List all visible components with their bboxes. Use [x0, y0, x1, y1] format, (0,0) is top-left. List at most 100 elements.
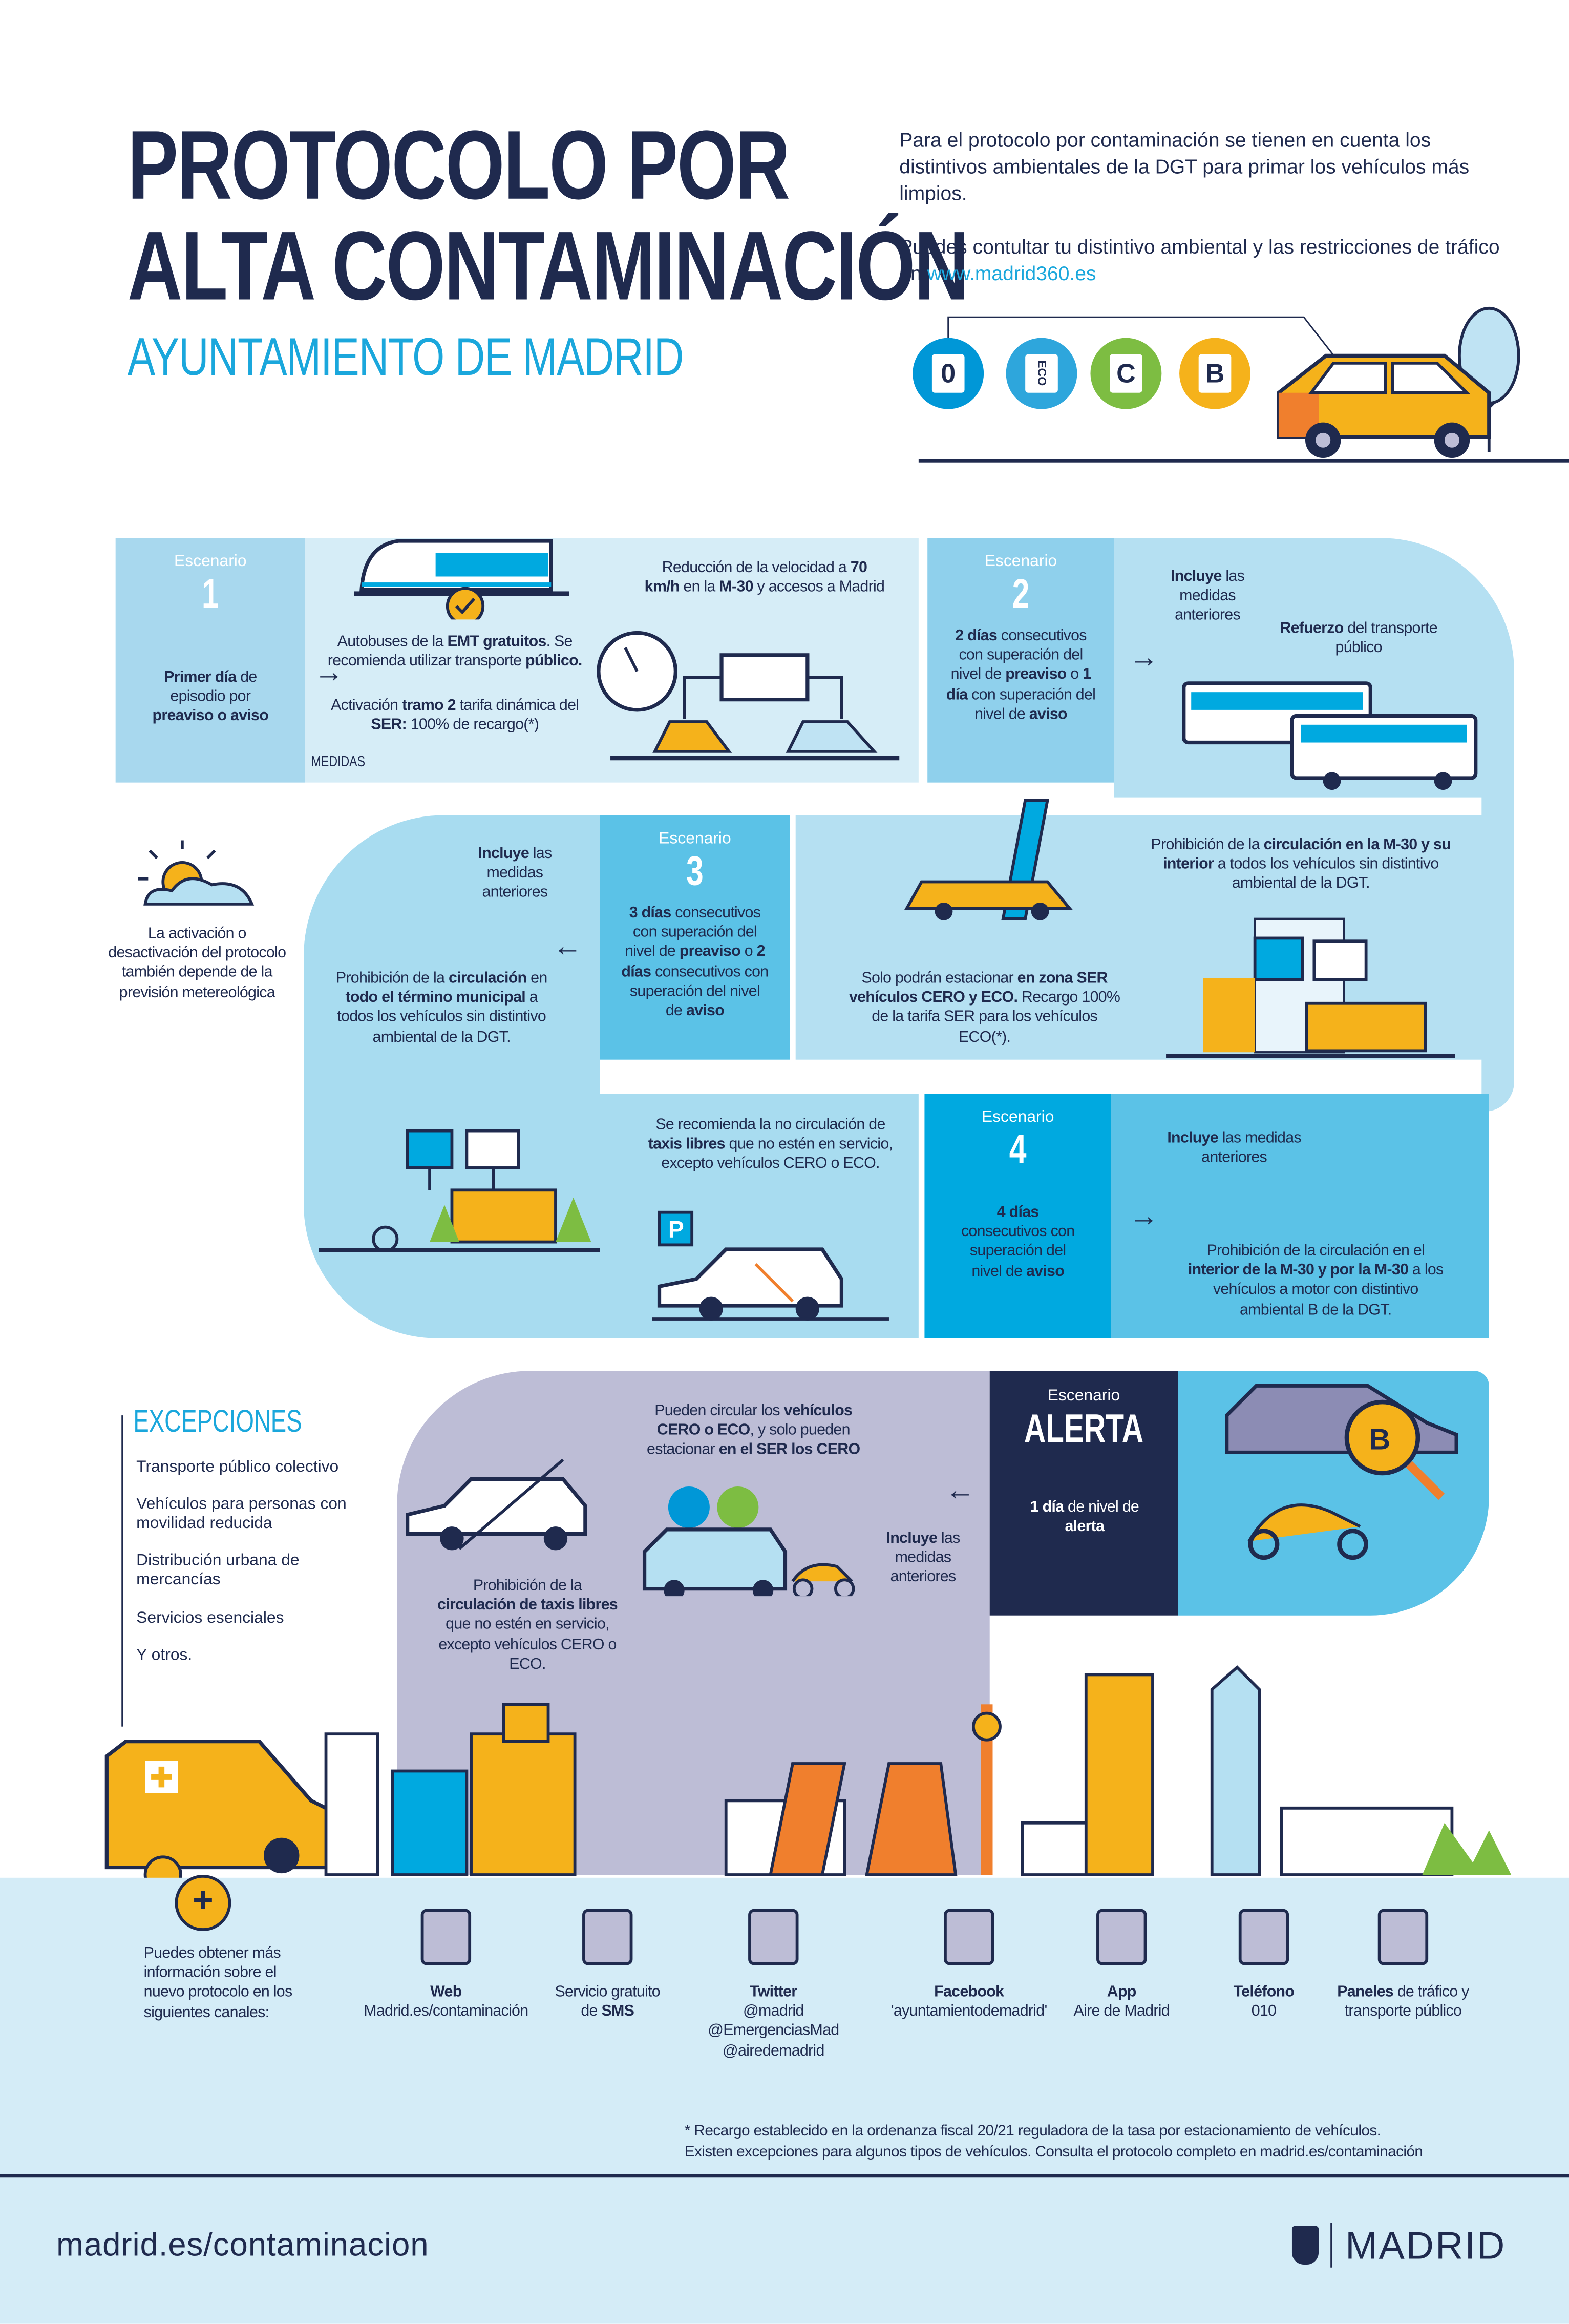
- madrid360-link[interactable]: www.madrid360.es: [927, 262, 1096, 285]
- text-segment: las medidas anteriores: [482, 845, 552, 902]
- svg-text:P: P: [668, 1216, 684, 1243]
- scenario-1-number: 1: [201, 570, 219, 617]
- arrow-right-icon: →: [1129, 641, 1159, 675]
- text-segment: aviso: [686, 1001, 725, 1020]
- madrid-logo-text: MADRID: [1345, 2223, 1507, 2268]
- footnote-line-1: * Recargo establecido en la ordenanza fi…: [684, 2124, 1381, 2140]
- text-segment: de nivel de: [1064, 1498, 1139, 1516]
- environmental-badge-icon: ECO: [1006, 338, 1077, 409]
- channel-line: Madrid.es/contaminación: [364, 2002, 528, 2021]
- text-segment: a los vehículos a motor con distintivo a…: [1213, 1261, 1444, 1318]
- text-segment: 100% de recargo(*): [407, 716, 539, 734]
- facebook-icon: [944, 1909, 994, 1965]
- scenario-1-box: Escenario 1 Primer día de episodio por p…: [115, 538, 306, 783]
- ser-tariff-measure: Activación tramo 2 tarifa dinámica del S…: [320, 697, 590, 736]
- text-segment: EMT gratuitos: [447, 633, 546, 651]
- scenario-2-includes: Incluye las medidas anteriores: [1159, 568, 1257, 626]
- text-segment: 1 día: [1030, 1498, 1064, 1516]
- path-gap: [304, 1338, 1245, 1371]
- scenario-4-label: Escenario: [981, 1108, 1054, 1126]
- tram-illustration: [354, 539, 569, 620]
- sun-cloud-icon: [138, 840, 255, 906]
- title-line-1: PROTOCOLO POR: [127, 110, 790, 220]
- scenario-2-label: Escenario: [984, 553, 1057, 571]
- alerta-includes: Incluye las medidas anteriores: [874, 1530, 972, 1588]
- text-segment: Prohibición de la circulación en el: [1206, 1242, 1425, 1260]
- channel-facebook[interactable]: Facebook'ayuntamientodemadrid': [873, 1909, 1065, 2022]
- footnote-line-2: Existen excepciones para algunos tipos d…: [684, 2144, 1423, 2161]
- intro-paragraph-2-text: Puedes contultar tu distintivo ambiental…: [899, 236, 1500, 285]
- channel-line: @airedemadrid: [722, 2041, 825, 2060]
- arrow-right-icon: →: [1129, 1200, 1159, 1233]
- channel-line: 010: [1251, 2002, 1277, 2021]
- exception-item: Transporte público colectivo: [136, 1458, 339, 1476]
- channel-title: Facebook: [934, 1983, 1004, 2001]
- text-segment: Prohibición de la: [473, 1577, 582, 1595]
- city-buildings-illustration: [1166, 917, 1455, 1058]
- exceptions-title: EXCEPCIONES: [133, 1405, 302, 1439]
- text-segment: Incluye: [478, 845, 529, 863]
- text-segment: o: [740, 943, 757, 961]
- phone-icon: [1238, 1909, 1289, 1965]
- text-segment: Solo podrán estacionar: [861, 969, 1017, 987]
- footer-url[interactable]: madrid.es/contaminacion: [56, 2226, 429, 2264]
- text-segment: taxis libres: [648, 1135, 726, 1154]
- channel-twitter[interactable]: Twitter@madrid@EmergenciasMad@airedemadr…: [677, 1909, 870, 2061]
- traffic-panel-icon: [1377, 1909, 1429, 1965]
- scenario-1-measures: → Autobuses de la EMT gratuitos. Se reco…: [305, 538, 919, 783]
- badge-label: ECO: [1025, 354, 1058, 393]
- channel-title: SMS: [601, 2002, 634, 2021]
- channel-line: @EmergenciasMad: [708, 2022, 839, 2040]
- parking-illustration: [904, 799, 1073, 920]
- weather-note: La activación o desactivación del protoc…: [108, 925, 286, 1001]
- text-segment: aviso: [1029, 705, 1068, 723]
- text-segment: circulación en la M-30 y su interior: [1163, 835, 1451, 873]
- channel-title: Web: [430, 1983, 462, 2001]
- text-segment: alerta: [1065, 1518, 1105, 1536]
- text-segment: a todos los vehículos sin distintivo amb…: [337, 989, 546, 1046]
- scenario-2-condition: 2 días consecutivos con superación del n…: [945, 627, 1096, 725]
- scenario-1-condition: Primer día de episodio por preaviso o av…: [142, 668, 279, 727]
- scenario-3-includes: Incluye las medidas anteriores: [459, 845, 570, 904]
- svg-text:B: B: [1369, 1423, 1390, 1456]
- text-segment: Autobuses de la: [337, 633, 448, 651]
- monitor-icon: [420, 1909, 472, 1965]
- intro-text: Para el protocolo por contaminación se t…: [899, 128, 1507, 287]
- scenario-3-label: Escenario: [659, 830, 731, 848]
- badge-label: B: [1198, 354, 1232, 393]
- municipal-circulation-ban: Prohibición de la circulación en todo el…: [330, 969, 553, 1048]
- badge-label: C: [1110, 354, 1142, 393]
- delivery-van-trees-illustration: [319, 1129, 600, 1252]
- sms-icon: [582, 1909, 633, 1965]
- arrow-left-icon: ←: [553, 930, 583, 964]
- environmental-badge-icon: 0: [913, 338, 984, 409]
- b-badge-magnifier-illustration: B: [1225, 1384, 1458, 1560]
- scenario-4-includes: Incluye las medidas anteriores: [1153, 1129, 1316, 1168]
- text-segment: 4 días: [996, 1203, 1040, 1222]
- channel-title: Paneles: [1337, 1983, 1394, 2001]
- channel-line: @madrid: [743, 2002, 804, 2021]
- text-segment: las medidas anteriores: [1201, 1129, 1301, 1167]
- text-segment: a todos los vehículos sin distintivo amb…: [1214, 855, 1439, 893]
- text-segment: con superación del nivel de: [967, 685, 1096, 723]
- exception-item: Vehículos para personas con movilidad re…: [136, 1495, 347, 1533]
- subtitle: AYUNTAMIENTO DE MADRID: [127, 326, 684, 387]
- text-segment: consecutivos con superación del nivel de: [625, 904, 761, 961]
- channel-line: 'ayuntamientodemadrid': [890, 2002, 1047, 2021]
- alerta-box: Escenario ALERTA 1 día de nivel de alert…: [989, 1371, 1178, 1616]
- scenario-2-box: Escenario 2 2 días consecutivos con supe…: [927, 538, 1114, 783]
- text-segment: en zona SER vehículos CERO y ECO.: [849, 969, 1108, 1007]
- text-segment: Incluye: [1171, 568, 1222, 585]
- scenario-4-condition: 4 días consecutivos con superación del n…: [954, 1203, 1082, 1282]
- environmental-badge-icon: C: [1090, 338, 1162, 409]
- text-segment: SER:: [371, 716, 407, 734]
- madrid-skyline-illustration: [104, 1665, 1512, 1882]
- exception-item: Distribución urbana de mercancías: [136, 1552, 300, 1589]
- text-segment: preaviso o aviso: [152, 707, 269, 725]
